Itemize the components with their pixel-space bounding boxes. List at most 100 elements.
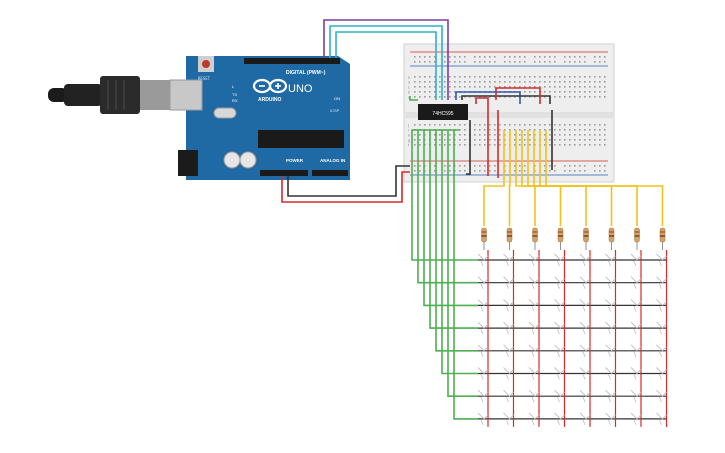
led-lead <box>506 283 509 289</box>
breadboard-hole <box>574 96 576 98</box>
breadboard-hole <box>434 86 436 88</box>
breadboard-hole <box>574 144 576 146</box>
breadboard-hole <box>464 165 466 167</box>
breadboard-hole <box>494 56 496 58</box>
breadboard-hole <box>584 129 586 131</box>
breadboard-hole <box>554 144 556 146</box>
breadboard-hole <box>504 61 506 63</box>
breadboard-hole <box>564 139 566 141</box>
led <box>477 253 489 261</box>
breadboard-hole <box>574 86 576 88</box>
breadboard-hole <box>544 124 546 126</box>
breadboard-hole <box>439 134 441 136</box>
led-lead <box>608 351 611 357</box>
on-label: ON <box>334 96 340 101</box>
breadboard-hole <box>459 56 461 58</box>
breadboard-hole <box>519 165 521 167</box>
breadboard-hole <box>574 91 576 93</box>
led <box>477 389 489 397</box>
breadboard-hole <box>549 56 551 58</box>
breadboard-hole <box>479 86 481 88</box>
breadboard-hole <box>449 170 451 172</box>
breadboard-hole <box>559 86 561 88</box>
breadboard-hole <box>599 170 601 172</box>
breadboard-hole <box>449 81 451 83</box>
breadboard-hole <box>584 124 586 126</box>
breadboard-hole <box>544 134 546 136</box>
breadboard-hole <box>539 56 541 58</box>
crystal <box>213 107 237 119</box>
breadboard-hole <box>599 61 601 63</box>
led-lead <box>633 397 637 403</box>
breadboard-hole <box>484 61 486 63</box>
breadboard-hole <box>599 81 601 83</box>
breadboard-hole <box>604 134 606 136</box>
breadboard-hole <box>534 129 536 131</box>
breadboard-hole <box>564 81 566 83</box>
breadboard-hole <box>564 56 566 58</box>
breadboard-hole <box>524 139 526 141</box>
breadboard-hole <box>479 124 481 126</box>
breadboard-hole <box>524 129 526 131</box>
capacitor <box>223 151 241 169</box>
led-lead <box>659 283 662 289</box>
atmega-chip <box>258 130 344 148</box>
breadboard-hole <box>494 76 496 78</box>
led-lead <box>506 419 509 426</box>
breadboard-hole <box>429 61 431 63</box>
led-lead <box>557 397 560 403</box>
breadboard-hole <box>419 96 421 98</box>
breadboard-hole <box>484 144 486 146</box>
breadboard-hole <box>494 129 496 131</box>
breadboard-hole <box>584 91 586 93</box>
led <box>605 321 616 329</box>
breadboard-hole <box>554 76 556 78</box>
breadboard-hole <box>499 81 501 83</box>
breadboard-hole <box>414 86 416 88</box>
led-lead <box>582 351 586 357</box>
breadboard-hole <box>594 96 596 98</box>
breadboard-hole <box>494 61 496 63</box>
breadboard-hole <box>499 139 501 141</box>
breadboard-hole <box>564 124 566 126</box>
breadboard-hole <box>559 96 561 98</box>
breadboard-hole <box>574 139 576 141</box>
breadboard-hole <box>469 76 471 78</box>
led-lead <box>608 374 611 380</box>
breadboard-hole <box>579 96 581 98</box>
led-lead <box>531 351 535 357</box>
led <box>477 321 489 329</box>
breadboard-hole <box>544 81 546 83</box>
led <box>503 412 514 420</box>
led <box>503 321 514 329</box>
breadboard-hole <box>519 81 521 83</box>
breadboard-hole <box>554 129 556 131</box>
breadboard-row-letter: h <box>408 133 410 138</box>
breadboard-hole <box>594 86 596 88</box>
breadboard-hole <box>524 91 526 93</box>
breadboard-hole <box>464 144 466 146</box>
led <box>579 367 591 375</box>
breadboard-hole <box>594 134 596 136</box>
led-lead <box>608 306 611 312</box>
breadboard-hole <box>569 61 571 63</box>
uno-label: UNO <box>288 83 313 95</box>
breadboard-hole <box>554 81 556 83</box>
led-lead <box>480 419 484 426</box>
breadboard-hole <box>599 96 601 98</box>
breadboard-hole <box>549 170 551 172</box>
breadboard-hole <box>514 76 516 78</box>
led <box>554 344 565 352</box>
breadboard-hole <box>569 124 571 126</box>
purple-wire <box>323 19 449 100</box>
breadboard-hole <box>489 76 491 78</box>
breadboard-hole <box>524 124 526 126</box>
led <box>477 344 489 352</box>
breadboard-hole <box>569 91 571 93</box>
breadboard-hole <box>464 86 466 88</box>
led <box>503 367 514 375</box>
tx-label: TX <box>232 92 237 97</box>
led-lead <box>531 283 535 289</box>
breadboard-hole <box>429 76 431 78</box>
breadboard-hole <box>419 91 421 93</box>
